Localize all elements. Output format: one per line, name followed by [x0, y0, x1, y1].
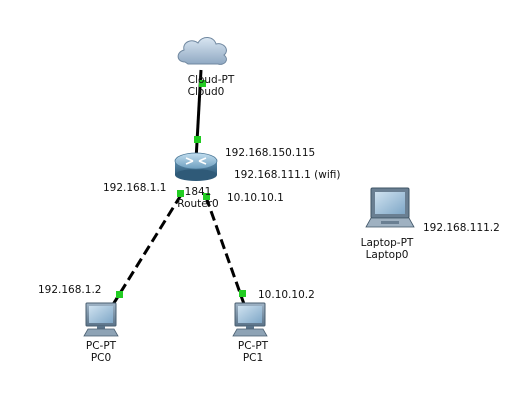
port-indicators — [116, 80, 246, 298]
cloud-icon — [177, 37, 227, 65]
ip-laptop: 192.168.111.2 — [423, 222, 500, 234]
port-status-router-wan — [194, 136, 201, 143]
laptop-device[interactable] — [365, 187, 415, 228]
ip-router-lan0: 192.168.1.1 — [103, 182, 167, 194]
router-device[interactable] — [174, 152, 218, 181]
ip-router-wan: 192.168.150.115 — [225, 147, 316, 159]
link-router-pc1[interactable] — [204, 196, 246, 305]
port-status-pc0 — [116, 291, 123, 298]
ip-pc1: 10.10.10.2 — [258, 289, 315, 301]
router-model-label: 1841 — [184, 186, 212, 198]
ip-router-wifi: 192.168.111.1 (wifi) — [234, 169, 341, 181]
cloud-device[interactable] — [177, 37, 227, 65]
laptop-icon — [365, 187, 415, 228]
port-status-router-lan0 — [177, 190, 184, 197]
laptop-name-label: Laptop0 — [365, 249, 409, 261]
pc0-device[interactable] — [83, 302, 119, 337]
pc0-type-label: PC-PT — [85, 340, 117, 352]
pc1-name-label: PC1 — [242, 352, 264, 364]
router-name-label: Router0 — [177, 198, 219, 210]
pc0-name-label: PC0 — [90, 352, 112, 364]
pc1-device[interactable] — [232, 302, 268, 337]
cloud-type-label: Cloud-PT — [187, 74, 235, 86]
port-status-pc1 — [239, 290, 246, 297]
pc-icon — [232, 302, 268, 337]
laptop-type-label: Laptop-PT — [360, 237, 414, 249]
cloud-name-label: Cloud0 — [187, 86, 225, 98]
pc1-type-label: PC-PT — [237, 340, 269, 352]
port-status-router-lan1 — [203, 193, 210, 200]
ip-router-lan1: 10.10.10.1 — [227, 192, 284, 204]
ip-pc0: 192.168.1.2 — [38, 284, 102, 296]
pc-icon — [83, 302, 119, 337]
port-status-cloud — [199, 80, 206, 87]
router-icon — [174, 152, 218, 181]
